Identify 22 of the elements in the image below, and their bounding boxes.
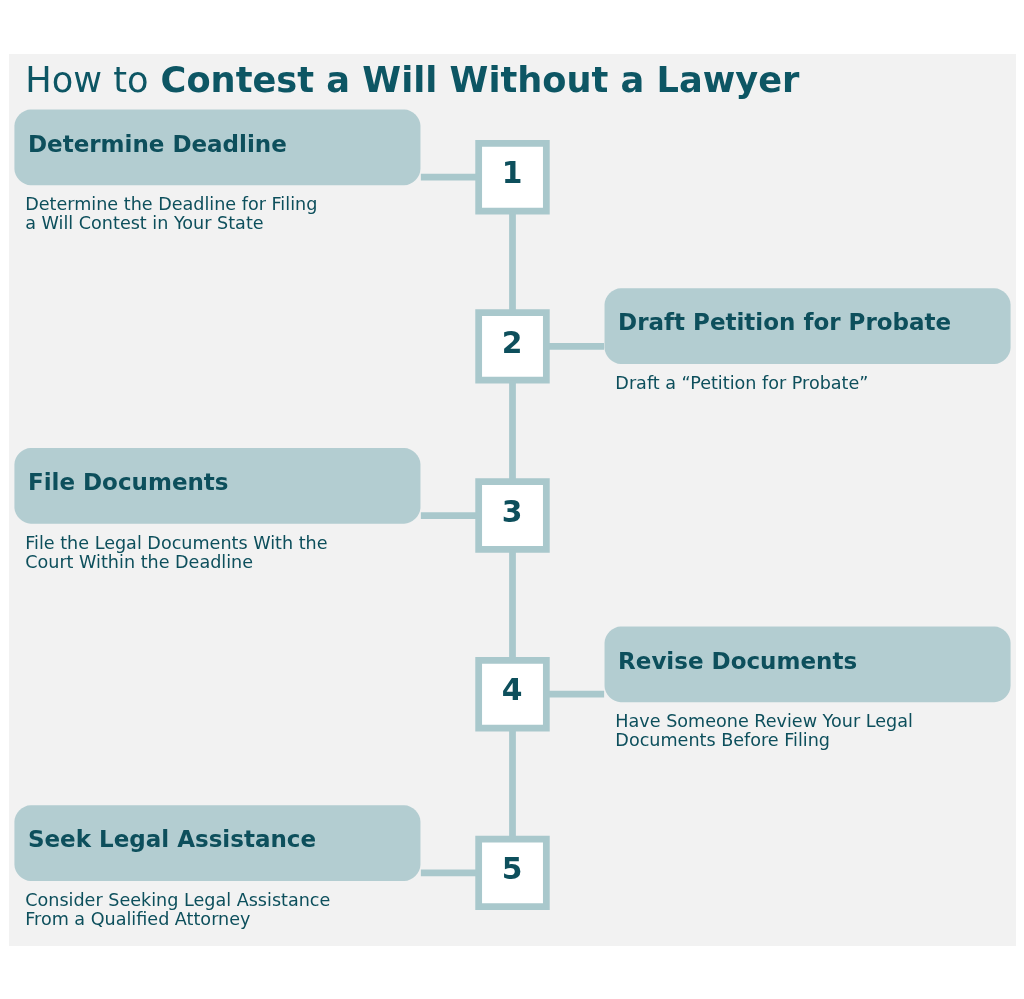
connector — [546, 342, 604, 350]
node-box: 4 — [474, 656, 550, 731]
node-box: 3 — [474, 477, 550, 553]
node-box: Seek Legal Assistance — [13, 804, 420, 881]
connector — [420, 511, 478, 519]
node-box: Revise Documents — [604, 626, 1011, 702]
node-label: Determine the Deadline for Filing a Will Contest in Your State — [24, 193, 317, 233]
connector — [420, 173, 478, 181]
node-box: 2 — [474, 308, 550, 384]
diagram-title: How to Contest a Will Without a Lawyer — [24, 58, 799, 100]
connector — [508, 549, 516, 660]
node-box: 5 — [474, 835, 550, 910]
node-label: File the Legal Documents With the Court Within the Deadline — [24, 532, 328, 572]
node-label: Draft a “Petition for Probate” — [614, 372, 868, 393]
connector — [546, 690, 604, 698]
connector — [420, 869, 478, 876]
node-box: Draft Petition for Probate — [604, 287, 1011, 364]
node-box: Determine Deadline — [13, 109, 420, 185]
node-label: Have Someone Review Your Legal Documents Before Filing — [614, 710, 913, 750]
node-label: Consider Seeking Legal Assistance From a Qualified Attorney — [24, 889, 330, 929]
node-box: File Documents — [13, 447, 420, 524]
node-box: 1 — [474, 139, 550, 214]
